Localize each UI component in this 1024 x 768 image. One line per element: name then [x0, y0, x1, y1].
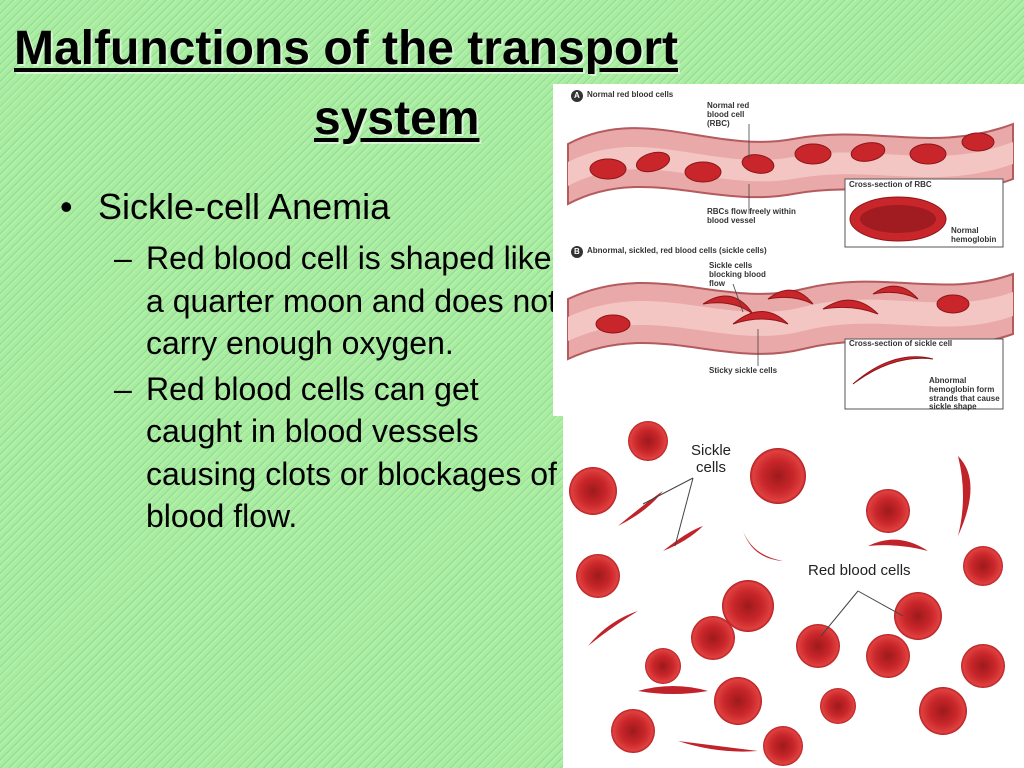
diagram-badge-a: A — [574, 91, 580, 100]
bullet-dot-icon: • — [60, 186, 73, 227]
normal-hemoglobin-label: Normal hemoglobin — [951, 226, 997, 244]
sub-bullet-item: – Red blood cell is shaped like a quarte… — [114, 237, 560, 364]
sub-bullet-text: Red blood cells can get caught in blood … — [146, 371, 557, 534]
dash-icon: – — [114, 240, 132, 277]
bullet-list: • Sickle-cell Anemia – Red blood cell is… — [60, 186, 560, 541]
cross-sickle-title: Cross-section of sickle cell — [849, 339, 953, 348]
title-line-1: Malfunctions of the transport — [14, 22, 678, 75]
sickle-cell-photo: Sickle cells Red blood cells — [563, 416, 1024, 768]
blocking-label: Sickle cells blocking blood flow — [709, 261, 766, 288]
abnormal-hemoglobin-label: Abnormal hemoglobin form strands that ca… — [929, 376, 1000, 412]
sub-bullet-item: – Red blood cells can get caught in bloo… — [114, 368, 560, 537]
cross-rbc-title: Cross-section of RBC — [849, 180, 932, 189]
sticky-label: Sticky sickle cells — [709, 366, 778, 375]
diagram-b-title: Abnormal, sickled, red blood cells (sick… — [587, 246, 767, 255]
blood-vessel-diagram: A Normal red blood cells Normal red bloo… — [553, 84, 1024, 416]
sub-bullet-list: – Red blood cell is shaped like a quarte… — [114, 237, 560, 537]
dash-icon: – — [114, 371, 132, 408]
sickle-cells-label: Sickle cells — [690, 442, 731, 477]
cells-illustration — [569, 421, 1005, 766]
flow-label: RBCs flow freely within blood vessel — [707, 207, 796, 225]
title-line-2: system — [314, 91, 480, 145]
diagram-a-title: Normal red blood cells — [587, 90, 674, 99]
slide-title: Malfunctions of the transport system — [14, 14, 814, 153]
red-blood-cells-label: Red blood cells — [808, 562, 911, 579]
bullet-text: Sickle-cell Anemia — [98, 186, 391, 227]
normal-rbc-label: Normal red blood cell (RBC) — [707, 101, 750, 128]
diagram-badge-b: B — [574, 247, 580, 256]
vessel-illustration — [567, 90, 1014, 410]
sub-bullet-text: Red blood cell is shaped like a quarter … — [146, 240, 557, 361]
bullet-item: • Sickle-cell Anemia — [60, 186, 560, 227]
